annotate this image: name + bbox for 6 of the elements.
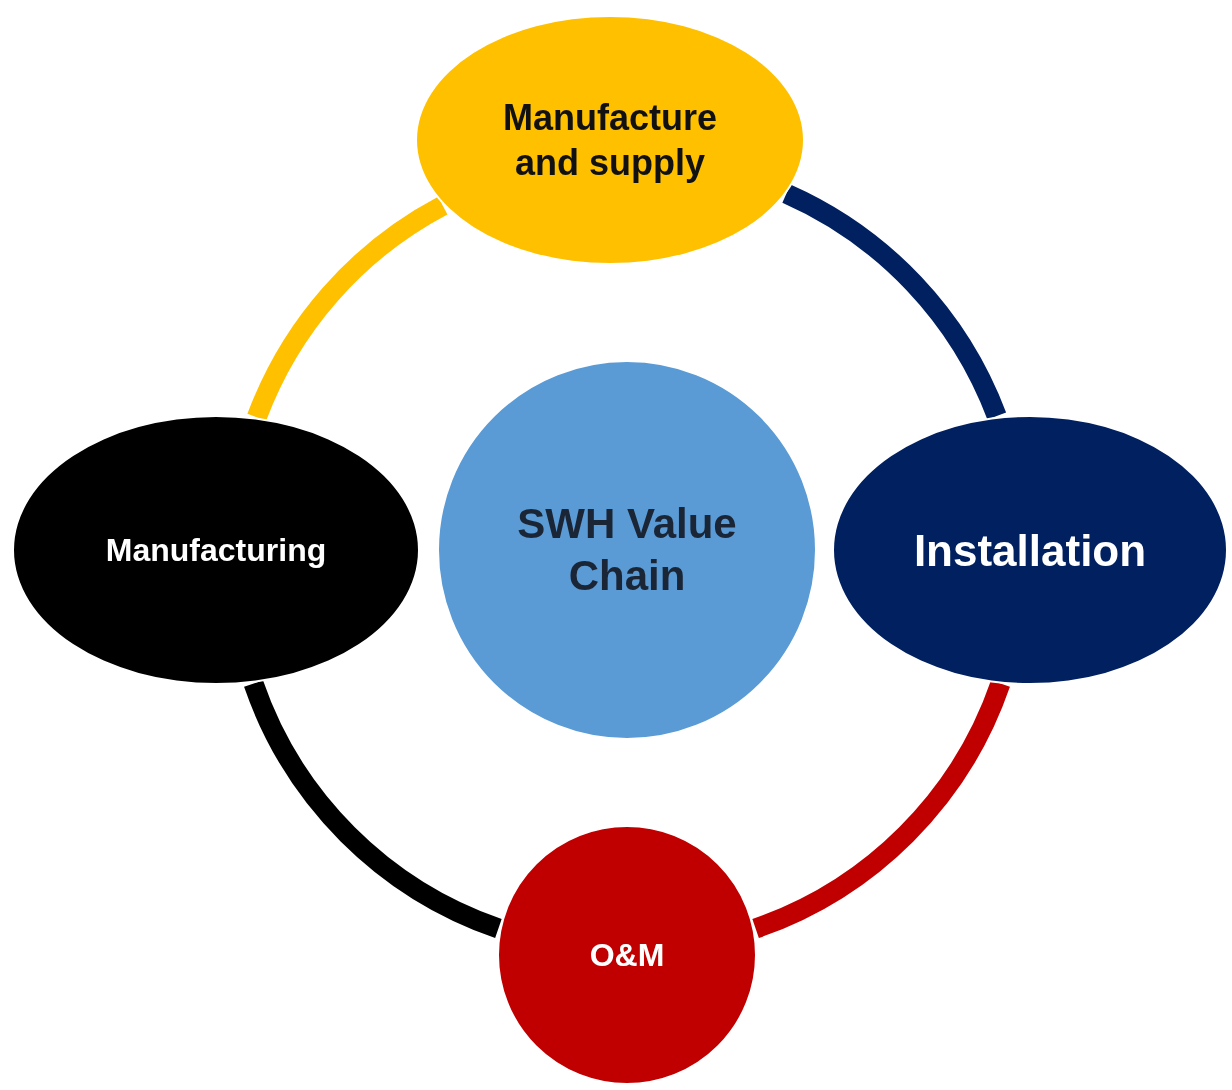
node-label: Installation	[912, 524, 1148, 577]
node-label: Manufacturing	[104, 531, 328, 570]
node-label: SWH Value Chain	[516, 498, 738, 601]
node-label: O&M	[588, 936, 666, 975]
connector-arc	[247, 197, 448, 422]
node-label: Manufacture and supply	[502, 96, 718, 185]
